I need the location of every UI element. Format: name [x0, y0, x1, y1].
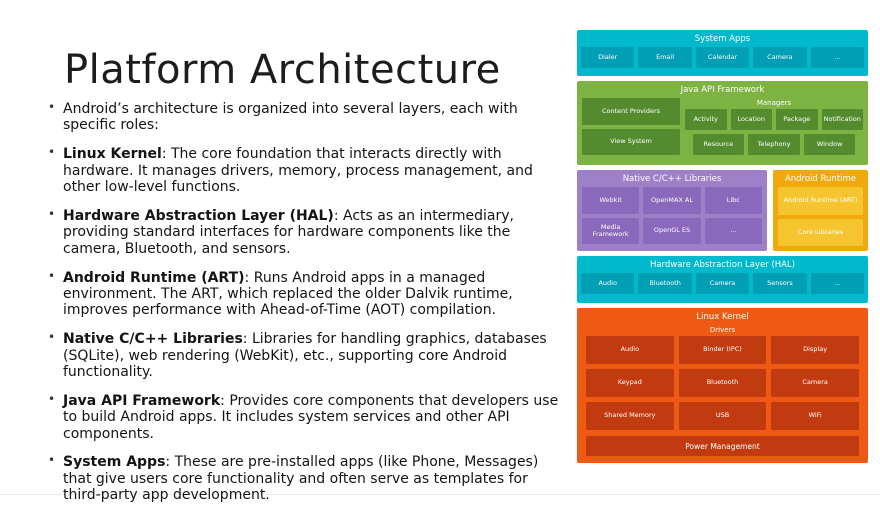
library-box: Libc [704, 187, 762, 214]
library-box: Webkit [582, 187, 640, 214]
manager-box: Window [803, 134, 856, 155]
bullet-text: : Provides core components that develope… [63, 392, 559, 442]
driver-box: USB [678, 402, 767, 430]
bullet-item: Hardware Abstraction Layer (HAL): Acts a… [47, 207, 563, 257]
bullet-item: Android Runtime (ART): Runs Android apps… [47, 268, 563, 319]
hal-box: Sensors [753, 273, 807, 294]
driver-box: Shared Memory [586, 402, 674, 430]
app-box: Calendar [695, 47, 750, 68]
library-box: OpenMAX AL [643, 187, 701, 214]
android-runtime-boxes: Android Runtime (ART) Core Libraries [773, 187, 868, 251]
drivers-label: Drivers [709, 326, 736, 334]
bullet-bold-text: System Apps [63, 454, 166, 471]
driver-box: Keypad [586, 369, 674, 397]
library-box: OpenGL ES [643, 217, 701, 244]
runtime-box: Core Libraries [778, 218, 863, 246]
manager-box: Activity [685, 109, 727, 130]
presentation-slide: Platform Architecture Android’s architec… [0, 0, 880, 495]
java-api-title: Java API Framework [680, 85, 765, 95]
manager-box: Location [730, 109, 772, 130]
library-box: Media Framework [582, 217, 640, 244]
manager-box: Notification [821, 109, 863, 130]
bullet-bold-text: Native C/C++ Libraries [63, 331, 243, 348]
bullet-text: : The core foundation that interacts dir… [63, 146, 533, 195]
bullet-bold-text: Linux Kernel [63, 146, 162, 163]
manager-box: Telephony [748, 134, 800, 155]
android-runtime-title: Android Runtime [784, 174, 857, 184]
app-box: ... [810, 47, 865, 68]
hal-title: Hardware Abstraction Layer (HAL) [649, 260, 796, 270]
bullet-item: Java API Framework: Provides core compon… [47, 392, 563, 442]
slide-title: Platform Architecture [64, 47, 501, 93]
driver-box: Binder (IPC) [678, 336, 767, 364]
system-apps-title: System Apps [694, 34, 751, 44]
bullet-item: Android’s architecture is organized into… [47, 100, 563, 134]
hal-box: Camera [695, 273, 750, 294]
bullet-text: : Runs Android apps in a managed environ… [63, 269, 513, 319]
bullet-item: System Apps: These are pre-installed app… [47, 453, 563, 503]
driver-box: Camera [771, 369, 859, 397]
bullet-list: Android’s architecture is organized into… [47, 100, 563, 516]
driver-box: Bluetooth [678, 369, 767, 397]
bullet-bold-text: Java API Framework [63, 392, 221, 409]
driver-box: WiFi [771, 402, 859, 430]
bullet-item: Native C/C++ Libraries: Libraries for ha… [47, 330, 563, 380]
app-box: Camera [753, 47, 807, 68]
manager-box: Resource [692, 134, 745, 155]
framework-box: Content Providers [582, 98, 680, 125]
manager-box: Package [776, 109, 818, 130]
bullet-text: : Libraries for handling graphics, datab… [63, 331, 547, 380]
linux-kernel-title: Linux Kernel [696, 312, 749, 322]
framework-box: View System [582, 128, 680, 155]
bullet-text: : Acts as an intermediary, providing sta… [63, 207, 514, 257]
runtime-box: Android Runtime (ART) [778, 187, 863, 215]
power-management-bar: Power Management [586, 436, 859, 456]
app-box: Dialer [581, 47, 635, 68]
managers-label: Managers [756, 99, 792, 107]
library-box: ... [704, 217, 762, 244]
bullet-bold-text: Hardware Abstraction Layer (HAL) [63, 207, 334, 224]
bullet-item: Linux Kernel: The core foundation that i… [47, 145, 563, 195]
native-libraries-title: Native C/C++ Libraries [622, 174, 722, 184]
driver-box: Audio [586, 336, 674, 364]
section-android-runtime: Android Runtime Android Runtime (ART) Cor… [773, 170, 868, 251]
bullet-bold-text: Android Runtime (ART) [63, 269, 245, 286]
hal-box: ... [810, 273, 865, 294]
hal-box: Audio [581, 273, 635, 294]
driver-box: Display [771, 336, 859, 364]
bullet-text: Android’s architecture is organized into… [63, 101, 518, 134]
app-box: Email [638, 47, 692, 68]
hal-box: Bluetooth [638, 273, 692, 294]
